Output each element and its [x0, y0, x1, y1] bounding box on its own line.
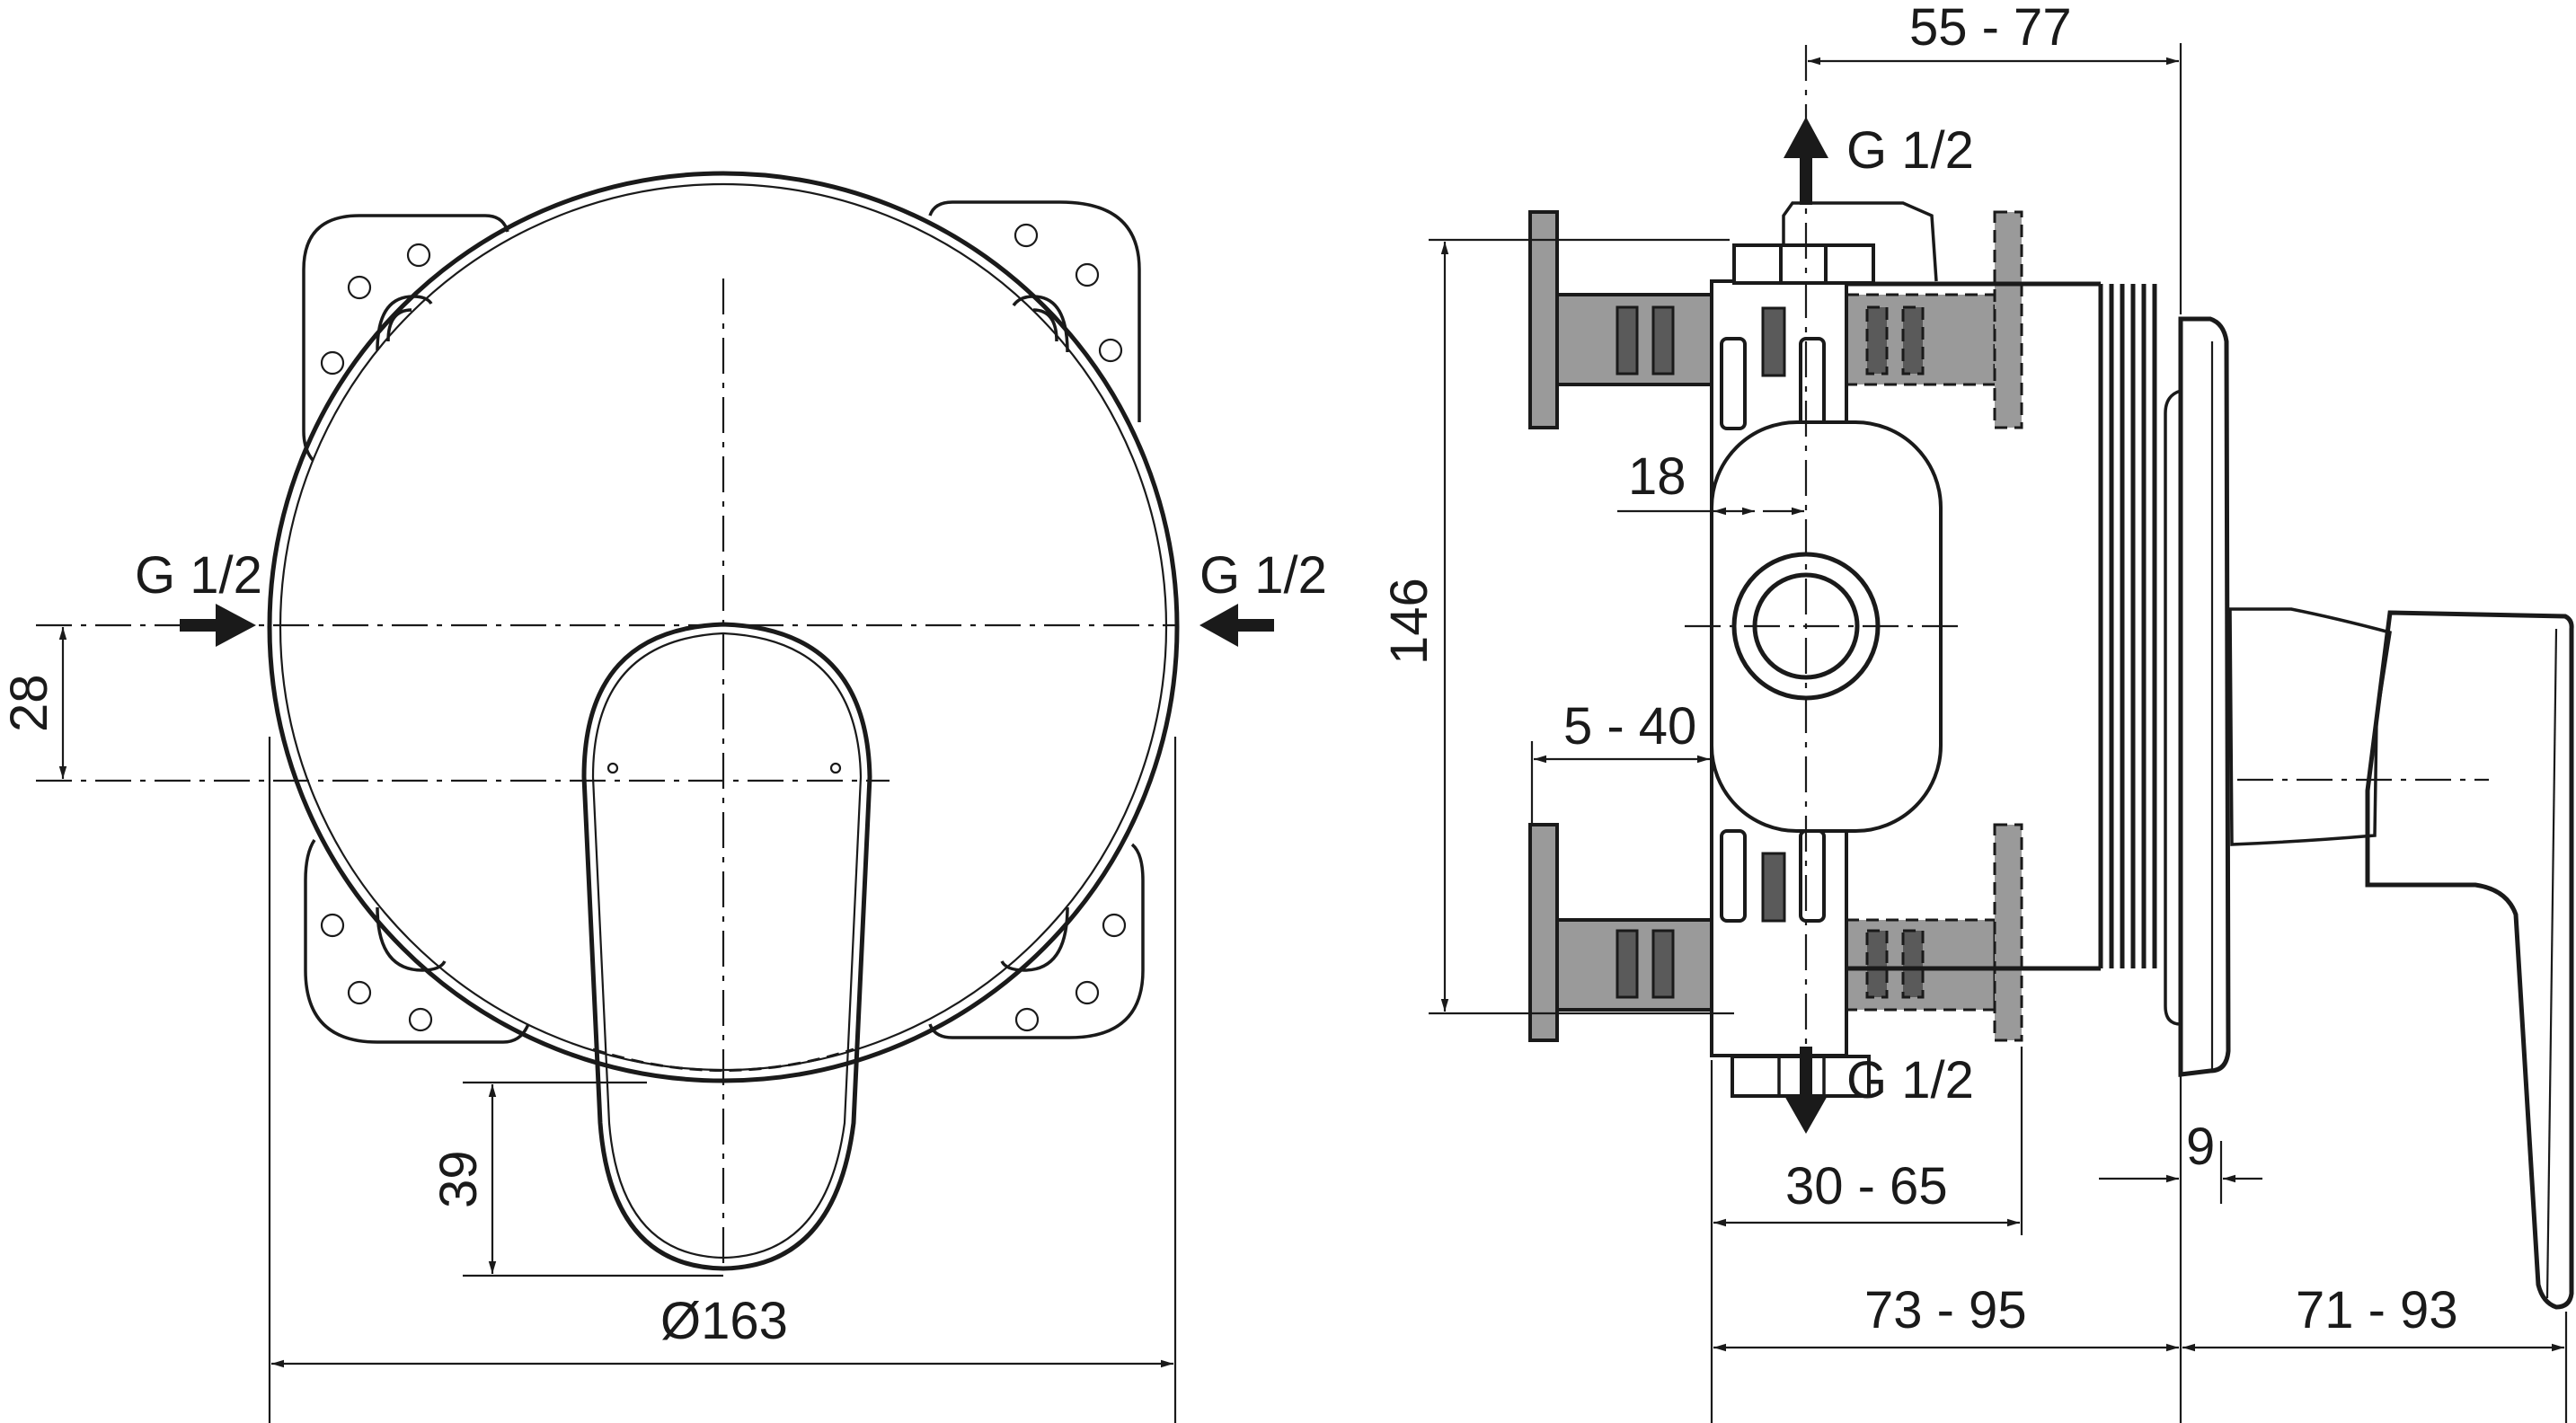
dim-28: 28 — [0, 674, 58, 732]
wall-plate — [2164, 316, 2231, 1077]
side-view: G 1/2 G 1/2 55 - 77 146 18 5 - 40 30 - 6… — [1380, 0, 2574, 1423]
threaded-sleeve — [2098, 284, 2157, 968]
dim-71-93: 71 - 93 — [2296, 1281, 2458, 1339]
dim-9: 9 — [2186, 1118, 2215, 1176]
outlet-label-top: G 1/2 — [1846, 121, 1974, 180]
inlet-arrow-left — [180, 604, 256, 647]
dim-146: 146 — [1380, 578, 1438, 665]
handle-side — [2228, 607, 2574, 1310]
dim-30-65: 30 - 65 — [1785, 1157, 1948, 1215]
flange-left-bottom — [1528, 823, 1559, 1042]
outlet-label-bottom: G 1/2 — [1846, 1051, 1974, 1109]
dim-39: 39 — [429, 1150, 488, 1208]
mounting-plate-top-left — [302, 214, 509, 462]
dim-5-40: 5 - 40 — [1563, 697, 1696, 756]
flange-left-top — [1528, 210, 1559, 429]
dim-diameter-163: Ø163 — [660, 1292, 788, 1350]
outlet-arrow-top — [1784, 117, 1828, 205]
dim-55-77: 55 - 77 — [1909, 0, 2072, 57]
front-view: G 1/2 G 1/2 28 39 Ø163 — [0, 171, 1327, 1423]
inlet-arrow-right — [1199, 604, 1274, 647]
inlet-label-left: G 1/2 — [135, 546, 262, 605]
lever-handle — [581, 622, 872, 1271]
flange-right-bottom — [1993, 823, 2023, 1042]
outlet-arrow-bottom — [1784, 1047, 1828, 1134]
dim-73-95: 73 - 95 — [1864, 1281, 2027, 1339]
inlet-label-right: G 1/2 — [1199, 546, 1327, 605]
flange-right-top — [1993, 210, 2023, 429]
dim-18: 18 — [1628, 447, 1686, 506]
